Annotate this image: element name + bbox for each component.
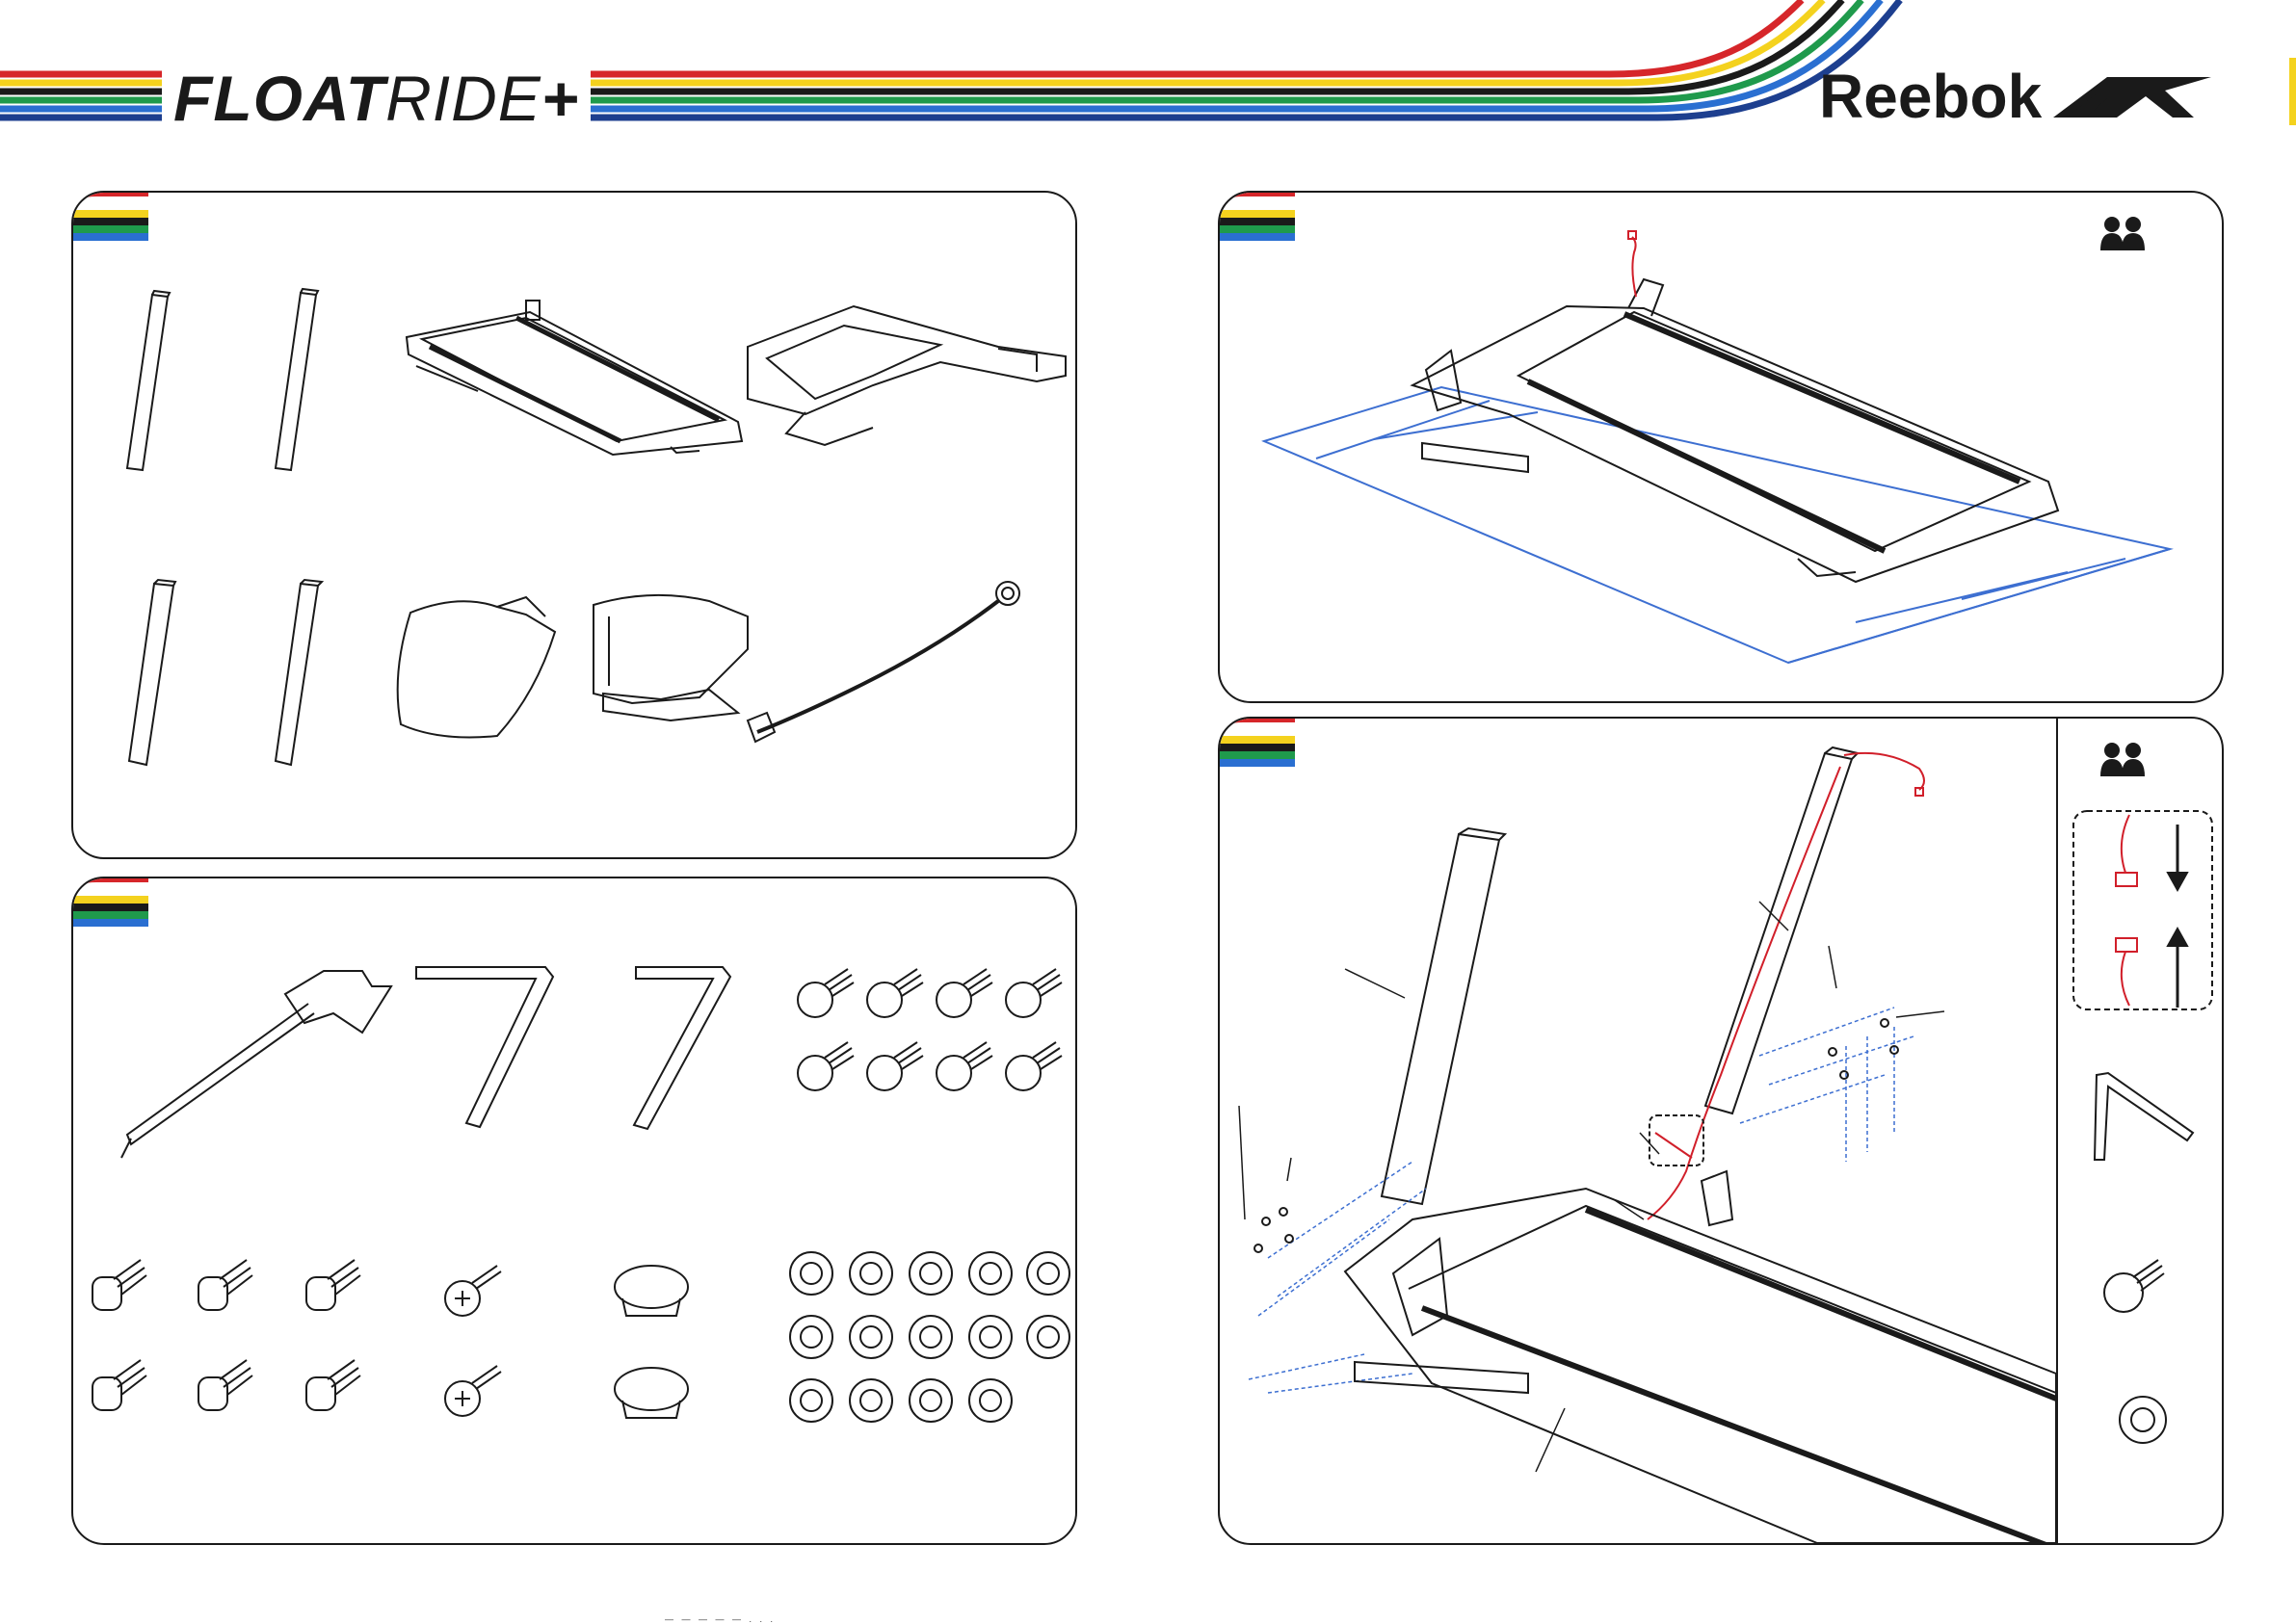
product-wordmark: FLOATRIDE+ bbox=[162, 60, 591, 137]
wordmark-part-3: + bbox=[541, 63, 580, 134]
button-bolt-grid bbox=[798, 969, 1062, 1090]
right-upright bbox=[1705, 747, 1858, 1113]
power-cord bbox=[748, 582, 1019, 742]
upright-right-top bbox=[276, 289, 318, 470]
panel-step-2 bbox=[1218, 717, 2224, 1545]
allen-key-icon bbox=[2095, 1073, 2193, 1160]
callout-lines bbox=[1239, 902, 1944, 1472]
treadmill-deck bbox=[1345, 1171, 2056, 1543]
upright-left-top bbox=[127, 291, 170, 470]
step-2-illustration bbox=[1220, 719, 2222, 1543]
button-bolt-icon bbox=[2104, 1260, 2164, 1312]
upright-left-bottom bbox=[129, 580, 175, 765]
motor-cover bbox=[398, 597, 555, 738]
wordmark-part-2: RIDE bbox=[385, 63, 541, 134]
end-cap-pair bbox=[615, 1266, 688, 1418]
left-upright bbox=[1382, 828, 1505, 1204]
connector-icon bbox=[2073, 811, 2212, 1009]
multi-tool-icon bbox=[121, 971, 391, 1158]
allen-key-small-icon bbox=[634, 967, 730, 1129]
panel-hardware bbox=[71, 877, 1077, 1545]
logo-text: Reebok bbox=[1819, 61, 2042, 132]
treadmill-deck bbox=[1412, 279, 2058, 582]
parts-large-illustration bbox=[73, 193, 1075, 857]
reebok-vector-icon bbox=[2049, 69, 2213, 123]
base-shroud bbox=[594, 595, 748, 720]
star-washer-grid bbox=[790, 1252, 1069, 1422]
upright-right-bottom bbox=[276, 580, 322, 765]
phillips-screw-pair bbox=[445, 1266, 501, 1416]
dashed-guide-lines bbox=[1249, 1008, 1913, 1393]
hardware-illustration bbox=[73, 878, 1075, 1543]
upright-cable bbox=[1648, 753, 1924, 1219]
footer-text: — — — — — . . . bbox=[665, 1614, 776, 1624]
treadmill-deck bbox=[407, 301, 742, 455]
reebok-logo: Reebok bbox=[1819, 58, 2213, 135]
handrail-console bbox=[748, 306, 1066, 445]
panel-step-1 bbox=[1218, 191, 2224, 703]
socket-cap-bolt-grid bbox=[92, 1260, 360, 1410]
wordmark-part-1: FLOAT bbox=[173, 63, 385, 134]
step-1-illustration bbox=[1220, 193, 2222, 701]
allen-key-large-icon bbox=[416, 967, 553, 1127]
floor-guide-grid bbox=[1264, 387, 2170, 663]
star-washer-icon bbox=[2120, 1397, 2166, 1443]
small-fastener-cluster bbox=[1254, 1019, 1898, 1252]
console-cable bbox=[1628, 231, 1636, 297]
panel-parts-large bbox=[71, 191, 1077, 859]
